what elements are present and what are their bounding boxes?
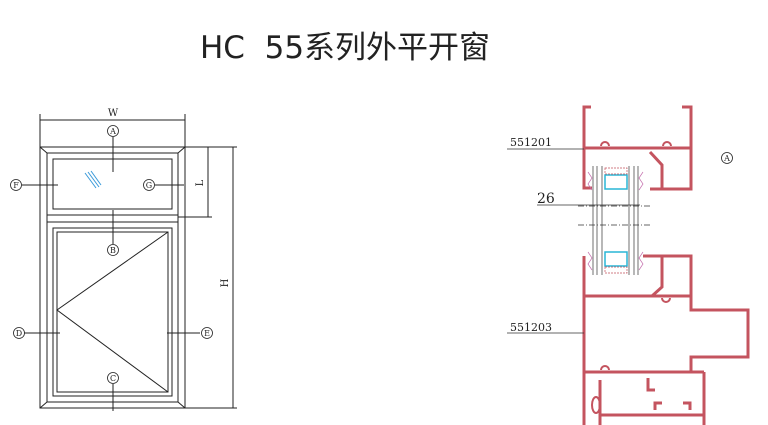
page-title: HC 55系列外平开窗 (199, 30, 491, 66)
marker-e-circle (201, 327, 213, 339)
marker-f-circle (10, 179, 22, 191)
marker-e: E (204, 329, 210, 338)
height-dimension-label: H (220, 278, 231, 287)
marker-b-circle (107, 244, 119, 256)
marker-c-circle (107, 372, 119, 384)
section-marker: A (723, 154, 730, 163)
marker-a-circle (107, 125, 119, 137)
marker-f: F (13, 181, 19, 190)
marker-d: D (16, 329, 22, 338)
marker-b: B (110, 246, 116, 255)
marker-g-circle (143, 179, 155, 191)
window-elevation (22, 114, 237, 411)
glass-unit (507, 148, 650, 334)
width-dimension-label: W (108, 108, 119, 119)
transom-dimension-label: L (195, 179, 206, 186)
profile-section (582, 105, 750, 425)
glass-thickness-label: 26 (537, 191, 555, 207)
marker-c: C (110, 374, 116, 383)
marker-a: A (109, 127, 116, 136)
section-marker-circle (721, 152, 733, 164)
marker-d-circle (13, 327, 25, 339)
marker-g: G (146, 181, 152, 190)
profile-bottom-label: 551203 (510, 321, 552, 334)
profile-top-label: 551201 (510, 136, 552, 149)
